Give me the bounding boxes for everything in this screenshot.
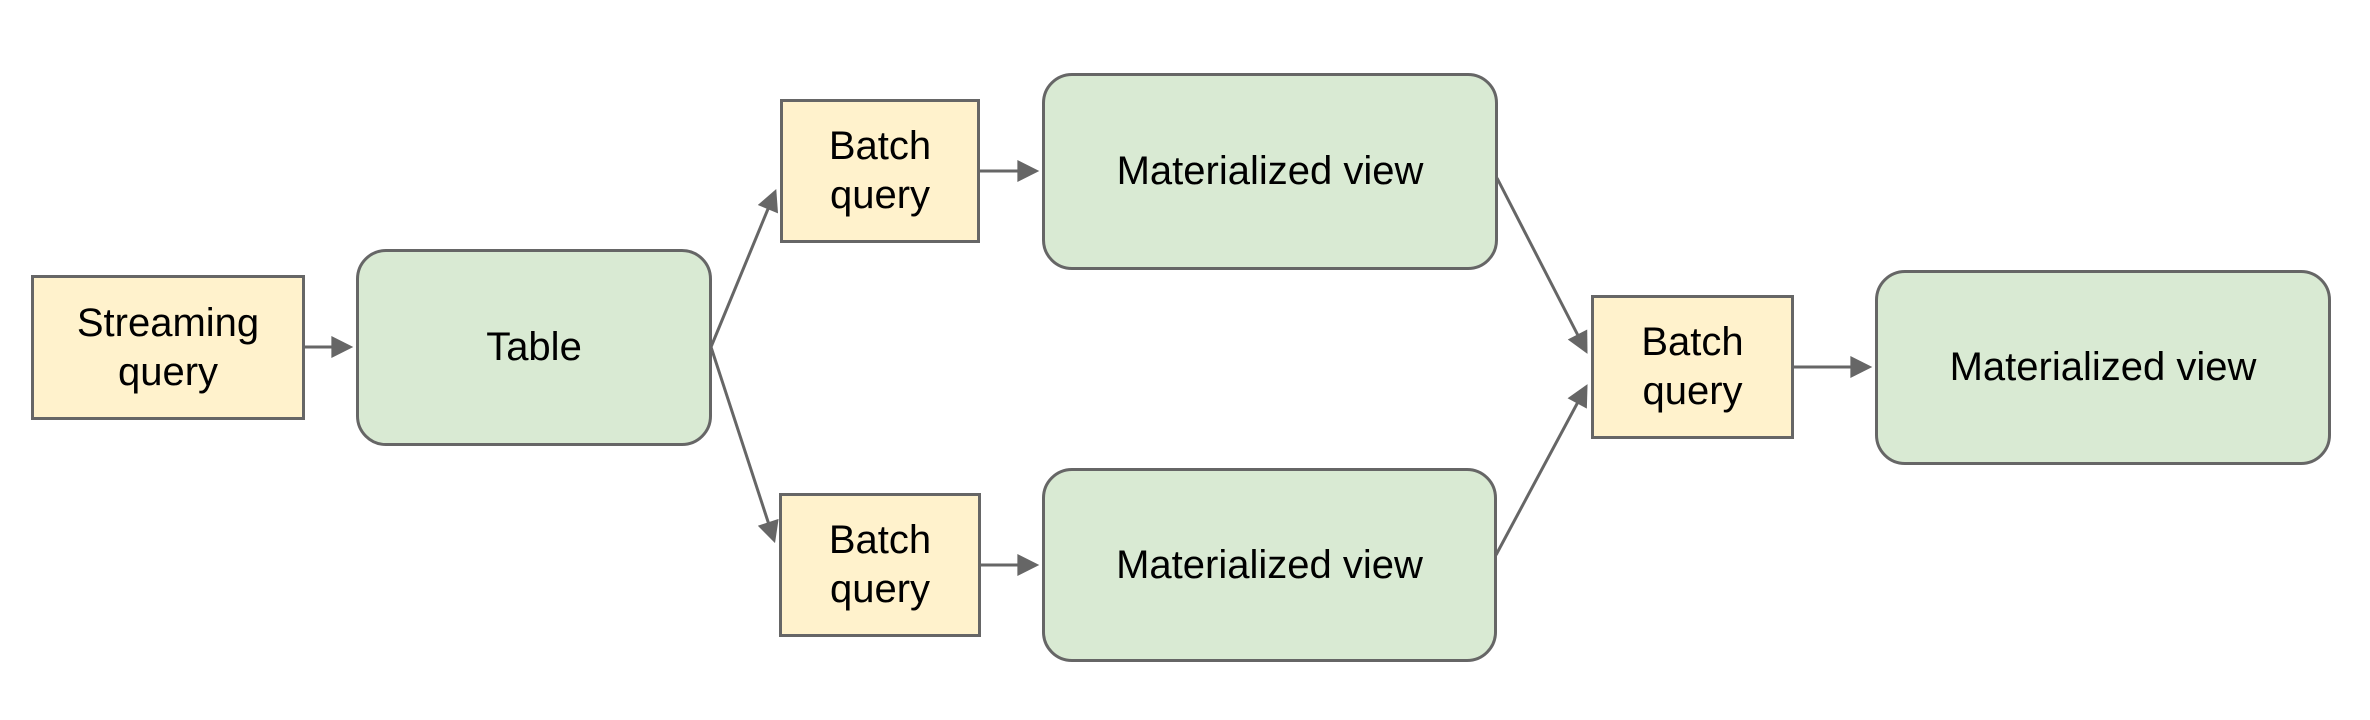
node-table-label: Table — [486, 325, 582, 370]
node-batch-query-bottom: Batch query — [779, 493, 981, 637]
node-materialized-view-top-label: Materialized view — [1116, 149, 1424, 194]
node-materialized-view-bottom: Materialized view — [1042, 468, 1497, 662]
node-batch-query-merge: Batch query — [1591, 295, 1794, 439]
edge-table-to-batch-query-top — [709, 188, 779, 348]
node-materialized-view-final: Materialized view — [1875, 270, 2331, 465]
edge-table-to-batch-query-bottom — [709, 346, 779, 544]
node-table: Table — [356, 249, 712, 446]
node-batch-query-top-label: Batch query — [828, 124, 932, 217]
node-materialized-view-bottom-label: Materialized view — [1116, 542, 1423, 587]
node-batch-query-bottom-label: Batch query — [828, 518, 932, 611]
node-batch-query-top: Batch query — [780, 99, 980, 243]
node-materialized-view-final-label: Materialized view — [1949, 345, 2257, 390]
node-materialized-view-top: Materialized view — [1042, 73, 1498, 270]
node-batch-query-merge-label: Batch query — [1641, 320, 1744, 413]
edge-materialized-view-bottom-to-batch-query-merge — [1494, 384, 1588, 556]
edge-materialized-view-top-to-batch-query-merge — [1495, 177, 1588, 354]
node-streaming-query: Streaming query — [31, 275, 305, 420]
node-streaming-query-label: Streaming query — [76, 300, 260, 394]
